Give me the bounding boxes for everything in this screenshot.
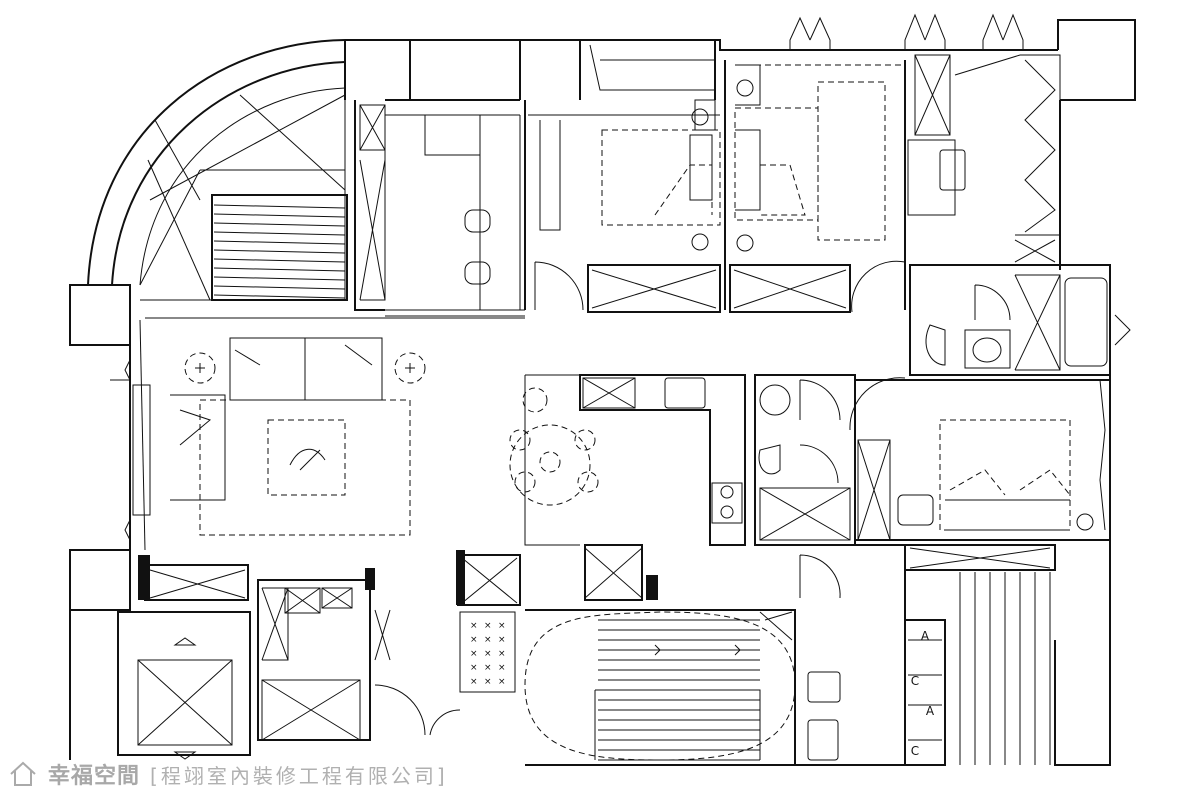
bedroom-3 <box>849 377 1111 541</box>
drafting-line <box>213 204 346 209</box>
watermark-brand: 幸福空間 <box>48 764 141 789</box>
laundry-mark: × <box>498 663 506 673</box>
sink <box>759 384 791 416</box>
house-outline-icon <box>10 761 36 786</box>
bathtub <box>1064 277 1108 367</box>
cooktop <box>711 482 743 524</box>
staircase <box>524 609 796 766</box>
cabinet-mark-c: C <box>911 744 919 758</box>
drafting-line <box>213 267 346 272</box>
kitchen <box>579 374 746 546</box>
lamp-icon <box>691 233 709 251</box>
pantry-cabinet <box>584 544 658 601</box>
chair <box>897 494 934 526</box>
cabinet-mark-a: A <box>921 629 930 643</box>
watermark: 幸福空間 [程翊室內裝修工程有限公司] <box>8 756 448 792</box>
drafting-line <box>213 276 346 281</box>
drafting-line <box>213 249 346 254</box>
laundry-mark: × <box>498 621 506 631</box>
bathroom-master <box>909 234 1131 376</box>
laundry-mark: × <box>484 677 492 687</box>
laundry-mark: × <box>484 621 492 631</box>
lower-right-closets: A C A C <box>795 544 1056 766</box>
laundry-mark: × <box>470 663 478 673</box>
bedroom-2 <box>724 54 1061 313</box>
sink <box>972 337 1002 363</box>
top-window-markers <box>789 13 1024 50</box>
laundry-mark: × <box>498 635 506 645</box>
laundry-mark: × <box>498 649 506 659</box>
study-room <box>354 99 525 317</box>
laundry-area: × × × × × × × × × × × × × × × <box>456 550 521 693</box>
drafting-line <box>213 258 346 263</box>
laundry-mark: × <box>470 677 478 687</box>
lamp-icon <box>736 79 754 97</box>
living-room <box>139 317 525 551</box>
chair <box>464 261 491 285</box>
watermark-company: [程翊室內裝修工程有限公司] <box>150 763 448 788</box>
laundry-mark: × <box>498 677 506 687</box>
lamp-icon <box>736 234 754 252</box>
laundry-mark: × <box>470 649 478 659</box>
laundry-mark: × <box>484 649 492 659</box>
powder-room <box>754 374 856 546</box>
lamp-icon <box>691 108 709 126</box>
drafting-line <box>213 213 346 218</box>
toilet <box>925 324 946 366</box>
laundry-mark: × <box>484 635 492 645</box>
bedroom-1 <box>524 44 721 313</box>
elevator-lobby <box>117 555 251 760</box>
laundry-mark: × <box>484 663 492 673</box>
sink <box>664 377 706 409</box>
laundry-mark: × <box>470 621 478 631</box>
exterior-walls <box>69 19 1136 766</box>
drafting-line <box>213 231 346 236</box>
hatched-feature-block <box>211 194 348 301</box>
left-wall-windows <box>110 359 151 541</box>
chair <box>464 209 491 233</box>
cabinet-mark-c: C <box>911 674 919 688</box>
drafting-line <box>213 294 346 299</box>
drafting-line <box>213 222 346 227</box>
lamp-icon <box>1076 513 1094 531</box>
cabinet-mark-a: A <box>926 704 935 718</box>
storage-closet <box>257 568 461 741</box>
toilet <box>758 444 781 475</box>
laundry-mark: × <box>470 635 478 645</box>
drafting-line <box>213 240 346 245</box>
drafting-line <box>213 285 346 290</box>
